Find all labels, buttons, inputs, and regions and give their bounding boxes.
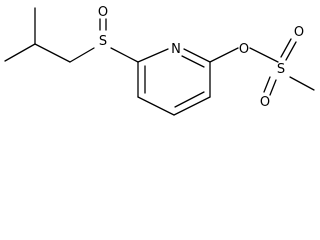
bond-sulfur-oxygen-bottom-a <box>263 76 271 93</box>
ring-bond-c3-c4 <box>173 96 211 116</box>
atom-label-sulfonyl-sulfur: S <box>277 62 285 77</box>
bond-sulfur-oxygen-bottom-b <box>269 79 277 96</box>
ring-bond-n1-c2 <box>183 48 211 63</box>
atom-label-sulfinyl-oxygen: O <box>98 5 108 20</box>
bond-ch2-sulfur <box>69 47 95 63</box>
atom-label-sulfonyl-oxygen-bottom: O <box>260 95 270 110</box>
bond-sulfur-oxygen-top-b <box>285 41 297 61</box>
sulfinyl-group <box>99 18 139 63</box>
chemical-structure-diagram: O S N O S O O <box>4 5 315 116</box>
bond-ester-oxygen-sulfur <box>249 47 279 63</box>
atom-label-ester-oxygen: O <box>239 42 249 57</box>
ring-bond-c4-c5 <box>137 96 175 116</box>
ring-bond-n1-c2-inner <box>181 55 205 68</box>
atom-label-ring-nitrogen: N <box>171 42 181 57</box>
mesylate-group <box>209 38 315 96</box>
atom-label-sulfinyl-sulfur: S <box>99 34 107 49</box>
ring-bond-c3-c4-inner <box>174 91 205 108</box>
atom-label-sulfonyl-oxygen-top: O <box>294 25 304 40</box>
pyridine-ring <box>137 48 211 116</box>
ring-bond-c6-n1 <box>137 48 169 63</box>
bond-ring-ester-oxygen <box>209 47 239 63</box>
bond-sulfur-methyl <box>289 76 315 91</box>
bond-ch-ch2 <box>34 43 71 63</box>
isobutyl-group <box>4 7 95 63</box>
bond-sulfur-ring <box>110 47 139 63</box>
bond-methyl-left <box>4 43 36 62</box>
bond-sulfur-oxygen-top-a <box>280 38 292 58</box>
